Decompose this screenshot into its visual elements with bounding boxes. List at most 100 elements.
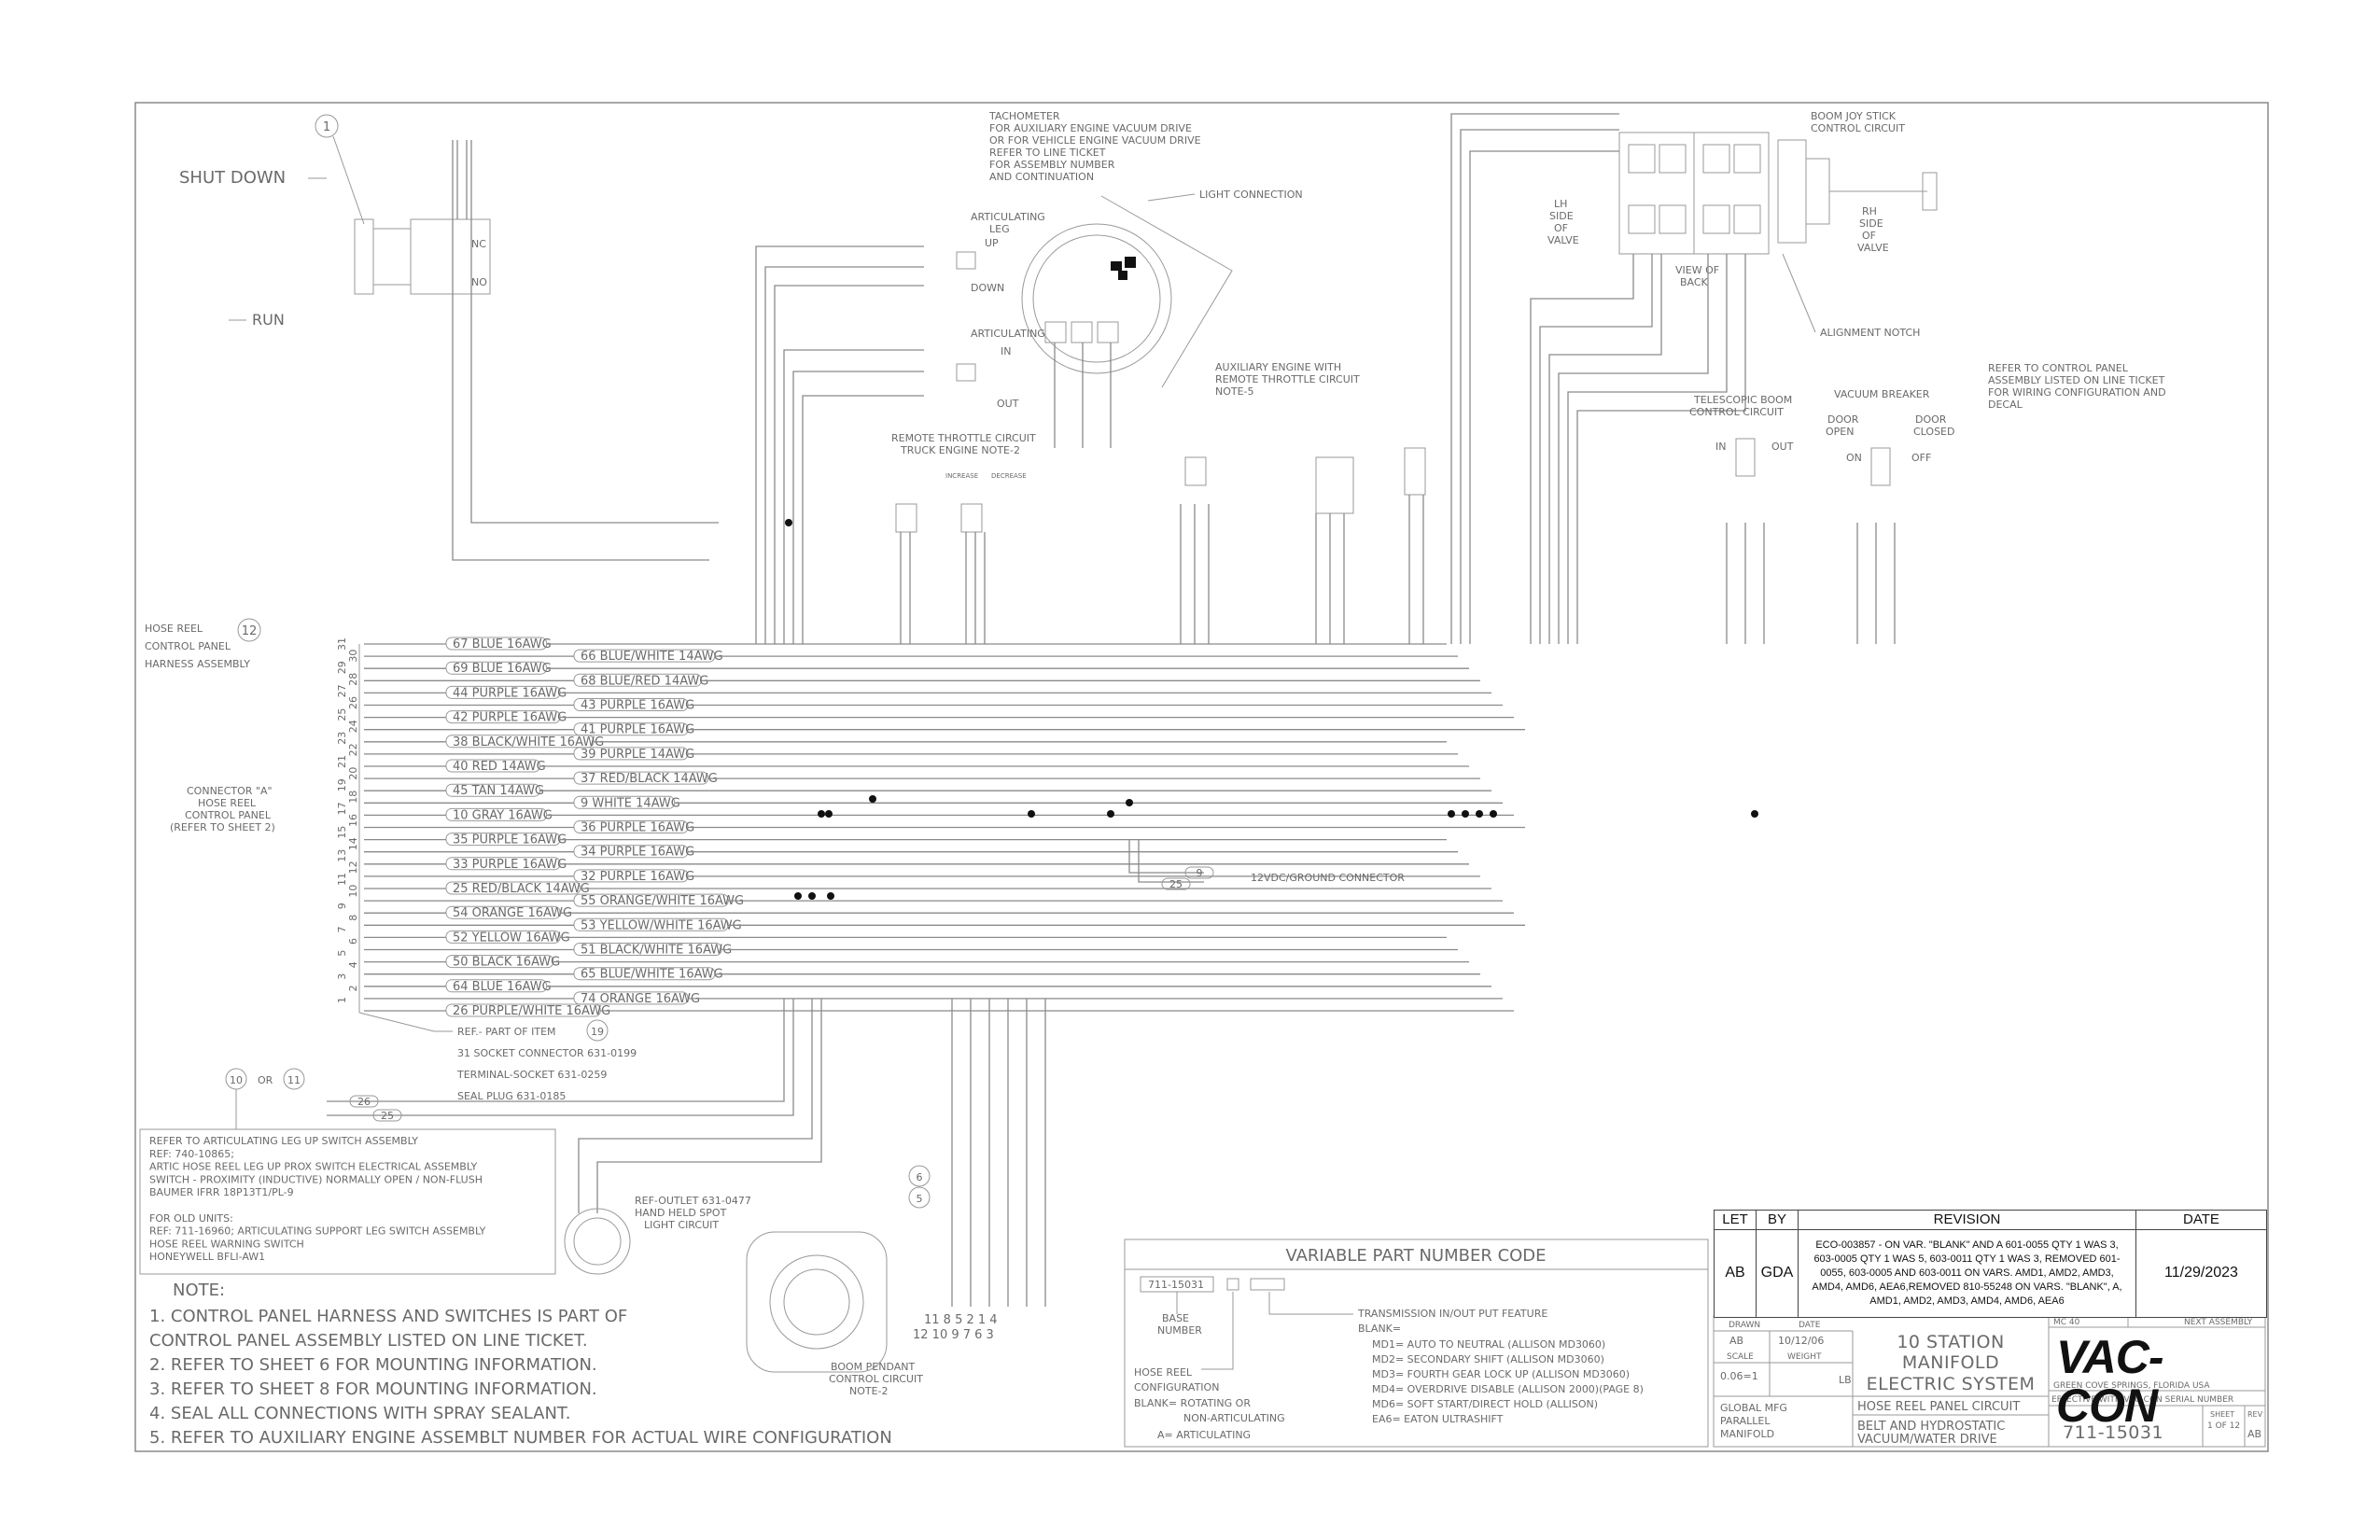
- view-back-1: VIEW OF: [1675, 264, 1719, 276]
- item-11-balloon: 11: [287, 1074, 301, 1086]
- wire-9-tag: 9: [1197, 867, 1203, 879]
- connector-pin-number: 1: [336, 997, 348, 1003]
- up-label: UP: [985, 237, 999, 249]
- junction-dot: [808, 892, 816, 900]
- note-item: 2. REFER TO SHEET 6 FOR MOUNTING INFORMA…: [149, 1355, 597, 1375]
- boom-pendant-1: BOOM PENDANT: [831, 1361, 915, 1373]
- connector-pin-number: 21: [336, 755, 348, 768]
- on-label: ON: [1846, 452, 1862, 464]
- conn-12v-label: 12VDC/GROUND CONNECTOR: [1251, 872, 1405, 884]
- transmission-code: MD6= SOFT START/DIRECT HOLD (ALLISON): [1372, 1398, 1598, 1410]
- note-item: 1. CONTROL PANEL HARNESS AND SWITCHES IS…: [149, 1307, 627, 1326]
- note-item: CONTROL PANEL ASSEMBLY LISTED ON LINE TI…: [149, 1331, 588, 1351]
- ref-outlet-1: REF-OUTLET 631-0477: [635, 1195, 751, 1207]
- wire-label: 43 PURPLE 16AWG: [581, 699, 694, 713]
- weight-value: LB: [1839, 1374, 1852, 1386]
- wire-label: 9 WHITE 14AWG: [581, 796, 680, 810]
- blank-rotating: BLANK= ROTATING OR: [1134, 1397, 1251, 1409]
- wire-label: 64 BLUE 16AWG: [453, 980, 552, 994]
- vpn-title: VARIABLE PART NUMBER CODE: [1285, 1246, 1546, 1266]
- date-value: 10/12/06: [1778, 1335, 1824, 1347]
- connector-pin-number: 15: [336, 826, 348, 839]
- junction-dot: [1751, 810, 1758, 818]
- right-top-notes: REFER TO CONTROL PANEL ASSEMBLY LISTED O…: [1689, 362, 2166, 644]
- wire-25-tag: 25: [1169, 878, 1183, 890]
- note-box-line: HONEYWELL BFLI-AW1: [149, 1251, 265, 1263]
- a-articulating: A= ARTICULATING: [1157, 1429, 1251, 1441]
- revision-let: AB: [1725, 1265, 1745, 1281]
- junction-dot: [827, 892, 834, 900]
- pendant-numbers-2: 12 10 9 7 6 3: [913, 1328, 994, 1342]
- wire-label: 34 PURPLE 16AWG: [581, 846, 694, 860]
- connector-pin-number: 14: [347, 837, 359, 850]
- articulating-label: ARTICULATING: [971, 328, 1045, 340]
- wire-label: 38 BLACK/WHITE 16AWG: [453, 735, 604, 749]
- increase-label: INCREASE: [945, 472, 978, 480]
- junction-dot: [1462, 810, 1469, 818]
- global-2: PARALLEL: [1720, 1415, 1771, 1427]
- wire-label: 35 PURPLE 16AWG: [453, 833, 567, 847]
- connector-pin-number: 19: [336, 778, 348, 791]
- junction-dot: [794, 892, 802, 900]
- nc-label: NC: [471, 238, 486, 250]
- connector-pin-number: 28: [347, 673, 359, 686]
- connector-pin-number: 10: [347, 885, 359, 898]
- wire-label: 37 RED/BLACK 14AWG: [581, 772, 718, 786]
- variable-part-number-box: VARIABLE PART NUMBER CODE 711-15031 BASE…: [1124, 1239, 1709, 1448]
- telescopic-label-1: TELESCOPIC BOOM: [1693, 394, 1792, 406]
- wire-label: 68 BLUE/RED 14AWG: [581, 674, 708, 688]
- boom-pendant-2: CONTROL CIRCUIT: [829, 1373, 923, 1385]
- door-closed-2: CLOSED: [1913, 426, 1954, 438]
- wire-label: 65 BLUE/WHITE 16AWG: [581, 968, 723, 982]
- title-line-2: MANIFOLD: [1902, 1352, 1999, 1373]
- tach-line-5: FOR ASSEMBLY NUMBER: [989, 159, 1115, 171]
- mc-label: MC 40: [2053, 1318, 2080, 1327]
- wire-label: 40 RED 14AWG: [453, 760, 546, 774]
- base-number-1: BASE: [1162, 1312, 1189, 1324]
- connector-pin-number: 3: [336, 973, 348, 980]
- connector-pin-number: 11: [336, 873, 348, 886]
- subtitle: HOSE REEL PANEL CIRCUIT: [1857, 1400, 2020, 1414]
- rh-side-2: SIDE: [1859, 217, 1883, 230]
- address-label: GREEN COVE SPRINGS, FLORIDA USA: [2053, 1381, 2210, 1391]
- note-item: 4. SEAL ALL CONNECTIONS WITH SPRAY SEALA…: [149, 1404, 571, 1423]
- note-box-line: ARTIC HOSE REEL LEG UP PROX SWITCH ELECT…: [149, 1161, 477, 1173]
- blank-eq: BLANK=: [1358, 1323, 1401, 1335]
- connector-a-3: CONTROL PANEL: [185, 809, 272, 821]
- connector-pin-number: 5: [336, 950, 348, 957]
- wire-label: 33 PURPLE 16AWG: [453, 858, 567, 872]
- junction-dot: [1107, 810, 1114, 818]
- shut-down-label: SHUT DOWN: [179, 168, 286, 188]
- seal-plug-label: SEAL PLUG 631-0185: [457, 1090, 566, 1102]
- remote-throttle-label-1: REMOTE THROTTLE CIRCUIT: [891, 432, 1036, 444]
- wire-label: 52 YELLOW 16AWG: [453, 931, 570, 945]
- hose-reel-panel-1: HOSE REEL: [145, 623, 203, 635]
- hose-reel-panel-2: CONTROL PANEL: [145, 640, 231, 652]
- hose-reel-harness: HOSE REEL CONTROL PANEL HARNESS ASSEMBLY…: [145, 618, 637, 1129]
- lh-side-3: OF: [1554, 222, 1568, 234]
- junction-dot: [1028, 810, 1035, 818]
- wire-label: 54 ORANGE 16AWG: [453, 906, 572, 920]
- let-header: LET: [1715, 1211, 1756, 1230]
- junction-dot: [1448, 810, 1455, 818]
- artic-switch-note-text: REFER TO ARTICULATING LEG UP SWITCH ASSE…: [149, 1135, 486, 1263]
- aux-engine-label-1: AUXILIARY ENGINE WITH: [1215, 361, 1341, 373]
- wire-26-tag: 26: [357, 1096, 371, 1108]
- connector-pin-number: 12: [347, 861, 359, 874]
- wire-label: 26 PURPLE/WHITE 16AWG: [453, 1004, 610, 1018]
- by-header: BY: [1757, 1211, 1798, 1230]
- date-label: DATE: [1799, 1321, 1821, 1330]
- title-block: DRAWN AB DATE 10/12/06 SCALE 0.06=1 WEIG…: [1713, 1315, 2266, 1448]
- artic-leg-label-2: LEG: [989, 223, 1010, 235]
- wire-25b-tag: 25: [381, 1110, 394, 1122]
- socket-connector-label: 31 SOCKET CONNECTOR 631-0199: [457, 1047, 637, 1059]
- wire-label: 45 TAN 14AWG: [453, 784, 544, 798]
- remote-throttle: AUXILIARY ENGINE WITH REMOTE THROTTLE CI…: [891, 361, 1426, 644]
- connector-a-4: (REFER TO SHEET 2): [170, 821, 275, 833]
- global-1: GLOBAL MFG: [1720, 1402, 1787, 1414]
- wire-label: 51 BLACK/WHITE 16AWG: [581, 944, 732, 958]
- junction-dot: [785, 519, 792, 526]
- non-articulating: NON-ARTICULATING: [1183, 1412, 1285, 1424]
- drawn-value: AB: [1729, 1335, 1743, 1347]
